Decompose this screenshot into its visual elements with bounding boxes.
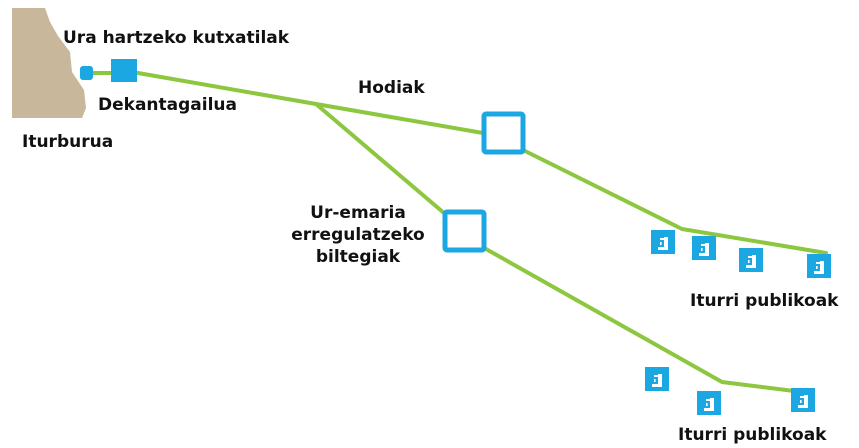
fountains-label-2: Iturri publikoak [678, 425, 827, 445]
intake-boxes-label: Ura hartzeko kutxatilak [63, 28, 290, 48]
fountain-tap-icon [807, 254, 831, 278]
fountains-label-1: Iturri publikoak [690, 291, 839, 311]
intake-box-icon [80, 66, 93, 80]
tanks-label-line-3: biltegiak [315, 247, 401, 267]
fountain-tap-icon [645, 367, 669, 391]
pipe-branch-upper [523, 149, 828, 255]
pipe-branch-lower-b [484, 247, 804, 394]
fountain-group-1 [651, 230, 831, 278]
tank-icon-upper [481, 111, 526, 155]
pipe-network [90, 71, 828, 394]
decanter-icon [111, 59, 137, 82]
fountain-tap-icon [791, 388, 815, 412]
fountain-tap-icon [739, 248, 763, 272]
fountain-tap-icon [697, 391, 721, 415]
tanks-label: Ur-emaria erregulatzeko biltegiak [290, 202, 426, 268]
fountain-tap-icon [651, 230, 675, 254]
source-label: Iturburua [22, 132, 114, 152]
rock-cliff-icon [12, 8, 86, 118]
tanks-label-line-2: erregulatzeko [291, 225, 425, 245]
fountain-tap-icon [692, 236, 716, 260]
pipes-label: Hodiak [358, 78, 425, 98]
tanks-label-line-1: Ur-emaria [310, 203, 406, 223]
tank-icon-lower [442, 209, 487, 253]
pipe-branch-lower-a [314, 102, 446, 215]
fountain-group-2 [645, 367, 815, 415]
decanter-label: Dekantagailua [98, 95, 237, 115]
